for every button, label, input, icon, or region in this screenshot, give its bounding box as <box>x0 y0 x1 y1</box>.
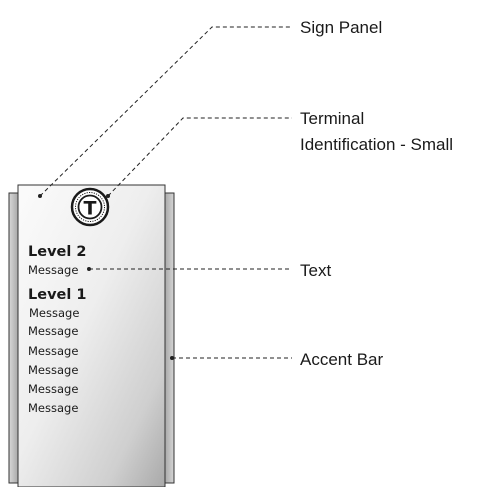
callout-text: Text <box>300 261 331 280</box>
logo-letter: T <box>84 198 97 220</box>
accent-bar-right <box>164 192 175 484</box>
message-list-item: Message <box>29 306 79 320</box>
message-list-item: Message <box>28 363 78 377</box>
message-list-item: Message <box>28 344 78 358</box>
level-1-label: Level 1 <box>28 287 86 303</box>
callout-terminal-id-line2: Identification - Small <box>300 135 453 154</box>
leader-text <box>87 267 292 271</box>
message-list-item: Message <box>28 401 78 415</box>
message-list-item: Message <box>28 382 78 396</box>
accent-bar-left <box>8 192 19 484</box>
callout-sign-panel: Sign Panel <box>300 18 382 37</box>
leader-accent-bar <box>170 356 292 360</box>
message-1: Message <box>28 263 78 277</box>
callout-accent-bar: Accent Bar <box>300 350 383 369</box>
leader-terminal-id <box>106 117 292 198</box>
level-2-label: Level 2 <box>28 244 86 260</box>
callout-terminal-id-line1: Terminal <box>300 109 364 128</box>
terminal-logo-icon: T <box>70 187 110 227</box>
message-list-item: Message <box>28 324 78 338</box>
sign-panel <box>17 184 166 487</box>
leader-sign-panel <box>38 26 292 198</box>
